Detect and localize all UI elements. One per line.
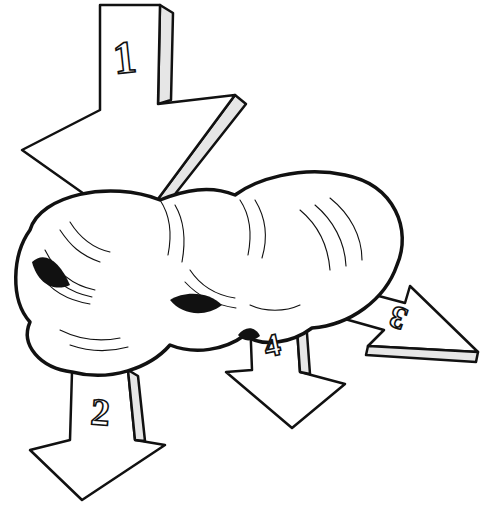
force-arrow-side <box>366 346 478 362</box>
force-arrow <box>30 370 165 500</box>
bone-outline <box>16 172 403 376</box>
force-arrow-side <box>128 370 145 441</box>
callout-slot: 2 <box>90 392 112 431</box>
bone-shadow <box>32 257 260 340</box>
bone-shading <box>40 198 362 351</box>
callout-number: 1 <box>111 34 139 82</box>
callout-number: 2 <box>90 392 112 431</box>
callout-slot: 1 <box>111 34 139 82</box>
